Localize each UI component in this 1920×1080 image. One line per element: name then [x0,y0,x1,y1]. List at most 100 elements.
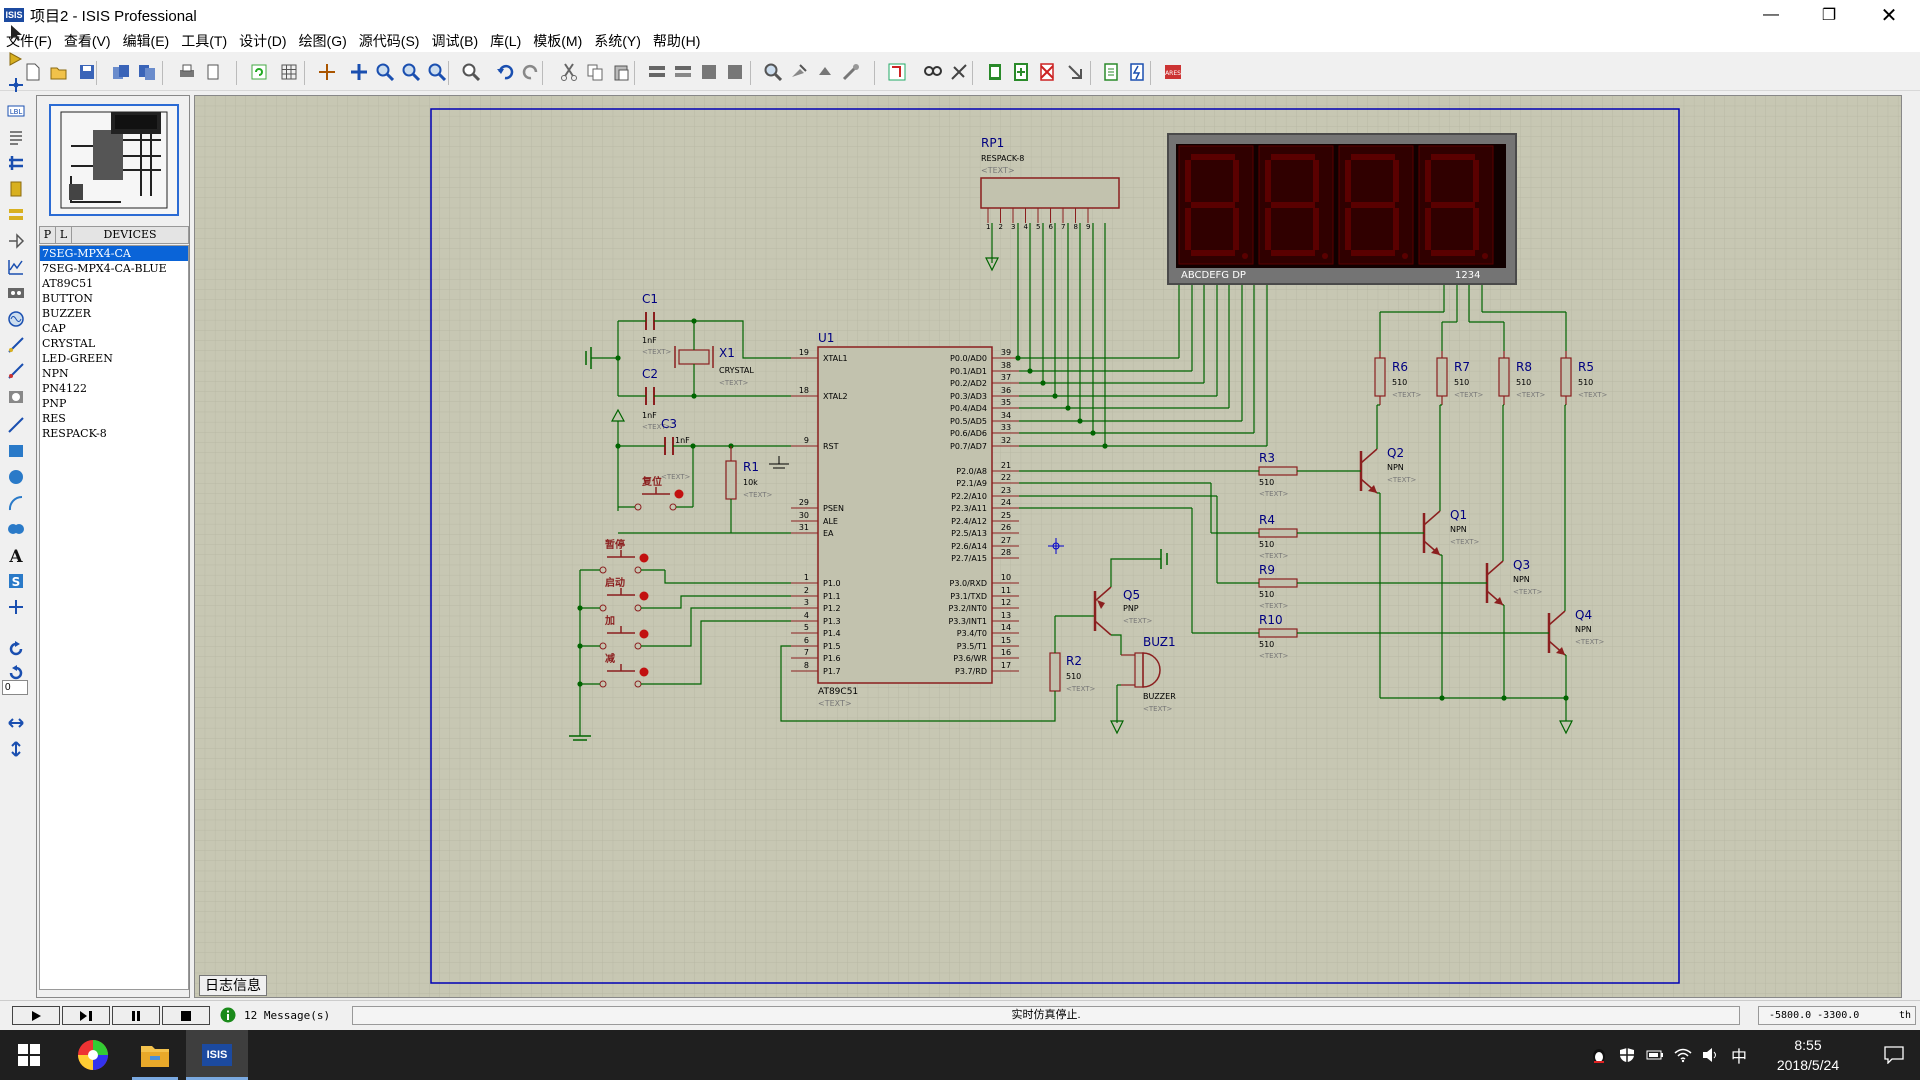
terminals-mode-button[interactable] [4,204,28,226]
zoom-out-button[interactable] [400,61,422,83]
vertical-scrollbar[interactable] [1903,95,1920,998]
menu-item-9[interactable]: 模板(M) [533,33,583,49]
tray-security[interactable] [1614,1030,1640,1080]
menu-item-4[interactable]: 设计(D) [239,33,287,49]
virtual-instrument-button[interactable] [4,386,28,408]
exit-to-parent-button[interactable] [1064,61,1086,83]
search-button[interactable] [922,61,944,83]
wire-autorouter-button[interactable] [886,61,908,83]
log-tab[interactable]: 日志信息 [199,975,267,996]
action-center-button[interactable] [1868,1030,1920,1080]
package-tool-button[interactable] [814,61,836,83]
remove-sheet-button[interactable] [1036,61,1058,83]
tray-battery[interactable] [1642,1030,1668,1080]
rotate-cw-button[interactable] [4,638,28,660]
text-mode-button[interactable]: A [4,544,28,566]
print-button[interactable] [176,61,198,83]
rotation-input[interactable]: 0 [2,680,28,695]
pick-device-button[interactable] [762,61,784,83]
menu-item-6[interactable]: 源代码(S) [358,33,420,49]
make-device-button[interactable] [788,61,810,83]
component-mode-button[interactable] [4,48,28,70]
device-item[interactable]: CAP [42,322,66,335]
menu-item-10[interactable]: 系统(Y) [594,33,641,49]
device-item[interactable]: PNP [42,397,67,410]
wire-label-mode-button[interactable]: LBL [4,100,28,122]
box-mode-button[interactable] [4,440,28,462]
ares-button[interactable]: ARES [1162,61,1184,83]
save-button[interactable] [76,61,98,83]
import-button[interactable] [110,61,132,83]
minimize-button[interactable]: — [1763,6,1779,23]
property-tool-button[interactable] [948,61,970,83]
step-button[interactable] [62,1006,110,1025]
origin-button[interactable] [316,61,338,83]
bus-mode-button[interactable] [4,152,28,174]
maximize-button[interactable]: ❐ [1821,7,1837,24]
tray-network[interactable] [1670,1030,1696,1080]
copy-button[interactable] [584,61,606,83]
paste-button[interactable] [610,61,632,83]
device-item[interactable]: RES [42,412,66,425]
bill-of-materials-button[interactable] [1100,61,1122,83]
redo-button[interactable] [520,61,542,83]
stop-button[interactable] [162,1006,210,1025]
start-button[interactable] [0,1030,58,1080]
device-item[interactable]: NPN [42,367,69,380]
current-probe-button[interactable] [4,360,28,382]
taskbar-isis[interactable]: ISIS [186,1030,248,1080]
arc-mode-button[interactable] [4,492,28,514]
add-sheet-button[interactable] [1010,61,1032,83]
rotate-ccw-button[interactable] [4,662,28,684]
device-item[interactable]: AT89C51 [42,277,94,290]
generator-mode-button[interactable] [4,308,28,330]
mirror-x-button[interactable] [4,712,28,734]
open-folder-button[interactable] [48,61,70,83]
export-button[interactable] [136,61,158,83]
text-script-mode-button[interactable] [4,126,28,148]
menu-item-11[interactable]: 帮助(H) [652,33,701,49]
pan-button[interactable] [348,61,370,83]
device-item[interactable]: 7SEG-MPX4-CA [40,246,188,261]
page-setup-button[interactable] [202,61,224,83]
menu-item-2[interactable]: 编辑(E) [122,33,170,49]
pin-mode-button[interactable] [4,230,28,252]
tray-app-icon[interactable] [1586,1030,1612,1080]
device-item[interactable]: BUZZER [42,307,91,320]
path-mode-button[interactable] [4,518,28,540]
zoom-area-button[interactable] [460,61,482,83]
new-file-button[interactable] [22,61,44,83]
menu-item-3[interactable]: 工具(T) [181,33,228,49]
message-count[interactable]: 12 Message(s) [244,1009,331,1022]
grid-button[interactable] [278,61,300,83]
taskbar-file-explorer[interactable] [124,1030,186,1080]
taskbar-color-app[interactable] [62,1030,124,1080]
block-copy-button[interactable] [646,61,668,83]
device-item[interactable]: BUTTON [42,292,93,305]
pick-tab[interactable]: P [40,227,56,243]
subcircuit-mode-button[interactable] [4,178,28,200]
electrical-check-button[interactable] [1126,61,1148,83]
menu-item-5[interactable]: 绘图(G) [298,33,347,49]
circle-mode-button[interactable] [4,466,28,488]
zoom-all-button[interactable] [426,61,448,83]
new-sheet-button[interactable] [984,61,1006,83]
voltage-probe-button[interactable] [4,334,28,356]
mirror-y-button[interactable] [4,738,28,760]
library-tab[interactable]: L [56,227,72,243]
marker-mode-button[interactable] [4,596,28,618]
undo-button[interactable] [494,61,516,83]
tape-recorder-button[interactable] [4,282,28,304]
symbol-mode-button[interactable]: S [4,570,28,592]
device-item[interactable]: 7SEG-MPX4-CA-BLUE [42,262,167,275]
device-item[interactable]: LED-GREEN [42,352,113,365]
taskbar-clock[interactable]: 8:55 2018/5/24 [1748,1035,1868,1075]
refresh-button[interactable] [248,61,270,83]
block-move-button[interactable] [672,61,694,83]
junction-mode-button[interactable] [4,74,28,96]
close-button[interactable]: ✕ [1880,4,1898,27]
device-item[interactable]: RESPACK-8 [42,427,107,440]
play-button[interactable] [12,1006,60,1025]
block-delete-button[interactable] [724,61,746,83]
